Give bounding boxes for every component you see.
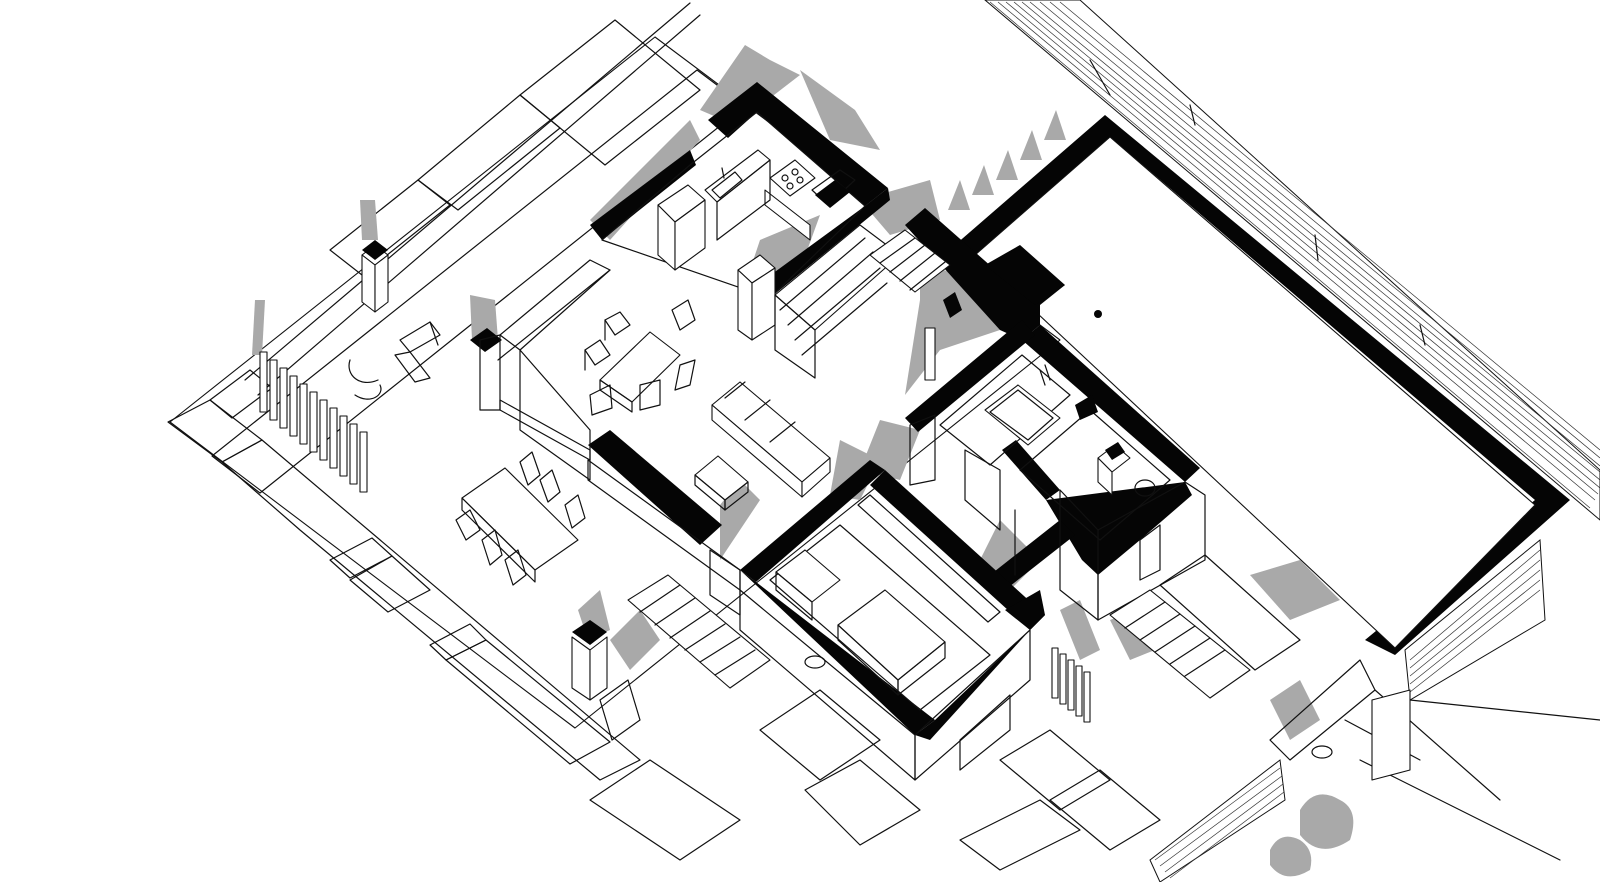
outdoor-dining-icon xyxy=(455,451,586,586)
lower-terrace-paths xyxy=(221,439,1161,871)
lounge-chair-icon xyxy=(348,321,441,400)
bed-icon xyxy=(775,549,946,696)
fence-bottom-right xyxy=(1149,538,1600,882)
coffee-table-icon xyxy=(694,455,749,511)
fence-icon xyxy=(259,351,1091,723)
toilet-icon xyxy=(1097,442,1156,497)
bathtub-icon xyxy=(984,364,1098,446)
kitchen xyxy=(657,149,856,341)
pillars xyxy=(361,240,608,701)
staircase-icon xyxy=(774,224,962,381)
exterior-stairs xyxy=(599,554,1411,781)
roof-slab xyxy=(955,115,1570,655)
trees xyxy=(948,110,1354,877)
roof-drain-dot xyxy=(1094,310,1102,318)
dining-set-icon xyxy=(584,299,696,416)
stove-icon xyxy=(769,159,816,197)
interior-outlines xyxy=(479,111,1206,781)
sofa-icon xyxy=(711,381,831,498)
fence-top-right xyxy=(984,0,1600,521)
